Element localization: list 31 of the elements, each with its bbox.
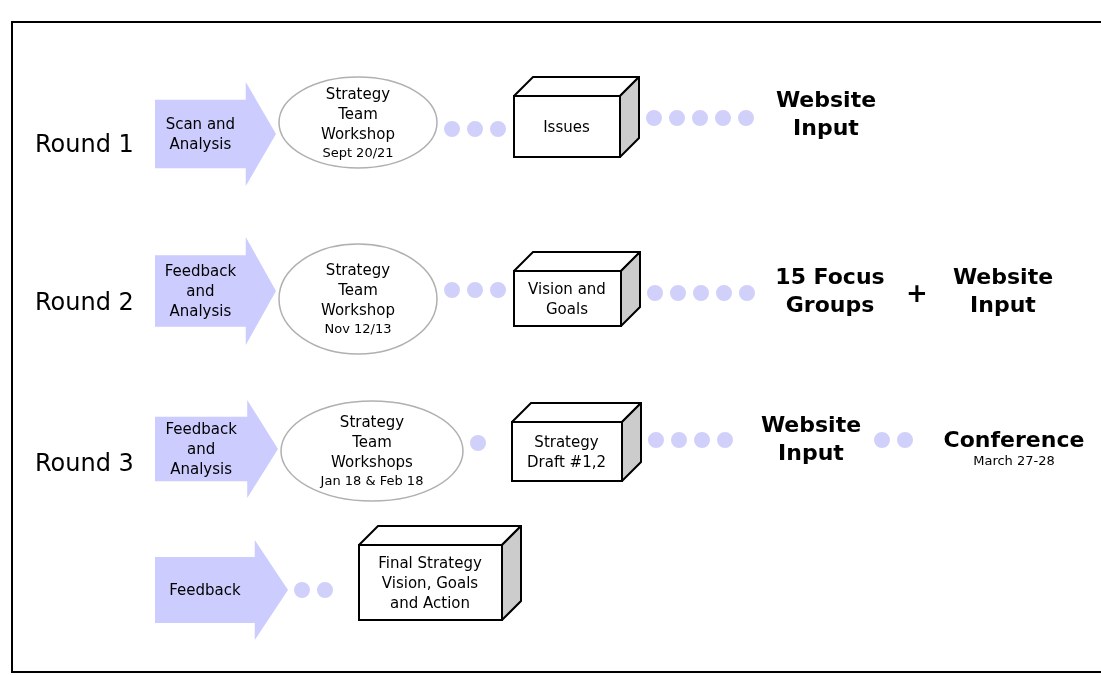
node-label: Strategy Team Workshop [320, 260, 396, 320]
plus-sign: + [906, 277, 928, 310]
node-label: Strategy Team Workshops [330, 412, 414, 472]
source-label: Website Input [942, 262, 1064, 320]
date-label: Sept 20/21 [322, 143, 394, 162]
arrow-shape [155, 400, 278, 498]
date-label: Nov 12/13 [324, 320, 392, 338]
node-label: Final Strategy Vision, Goals and Action [377, 553, 483, 613]
node-label: Issues [543, 117, 590, 137]
date-label: Jan 18 & Feb 18 [320, 472, 424, 490]
source-label: Website Input [765, 85, 887, 143]
node-label: Scan and Analysis [164, 114, 237, 154]
node-label: Feedback and Analysis [164, 419, 238, 479]
event-title: Conference [943, 427, 1085, 453]
node-label: Feedback [169, 580, 241, 600]
source-label: Website Input [754, 410, 868, 468]
arrow-shape [155, 82, 276, 186]
arrow-shape [155, 237, 276, 345]
source-label: 15 Focus Groups [768, 262, 892, 320]
round-label: Round 2 [35, 287, 134, 318]
event-date: March 27-28 [973, 453, 1055, 469]
ellipse-node [278, 243, 438, 355]
node-label: Feedback and Analysis [163, 261, 238, 321]
arrow-shape [155, 540, 288, 640]
node-label: Strategy Team Workshop [320, 83, 396, 144]
round-label: Round 1 [35, 129, 134, 160]
ellipse-node [278, 76, 438, 169]
node-label: Vision and Goals [527, 279, 607, 319]
round-label: Round 3 [35, 448, 134, 479]
ellipse-node [280, 400, 464, 502]
node-label: Strategy Draft #1,2 [526, 432, 607, 472]
